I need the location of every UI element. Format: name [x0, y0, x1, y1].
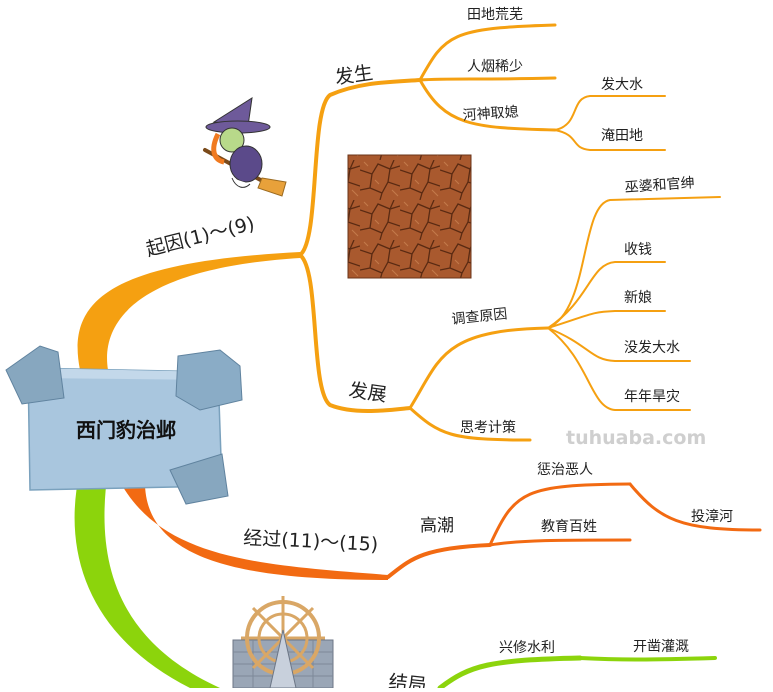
water-wheel-icon [232, 596, 334, 689]
node-label-occur-1[interactable]: 田地荒芜 [467, 6, 523, 23]
node-label-investigate-5[interactable]: 年年旱灾 [624, 388, 680, 405]
root-label: 西门豹治邺 [76, 418, 176, 442]
process-connectors [386, 482, 762, 579]
ending-trunk [74, 470, 221, 688]
node-label-water-1[interactable]: 开凿灌溉 [633, 639, 689, 655]
node-label-water[interactable]: 兴修水利 [499, 640, 555, 656]
cause-trunk [77, 252, 300, 370]
node-label-investigate-2[interactable]: 收钱 [624, 242, 652, 258]
node-label-investigate-1[interactable]: 巫婆和官绅 [624, 175, 695, 196]
ending-connectors [437, 655, 717, 691]
cause-connectors [298, 23, 721, 442]
node-label-climax-2[interactable]: 教育百姓 [541, 519, 597, 535]
paper-curl-left [5, 345, 65, 405]
branch-label-cause[interactable]: 起因(1)～(9) [144, 213, 257, 261]
node-label-occur-2[interactable]: 人烟稀少 [467, 59, 523, 75]
root-node[interactable]: 西门豹治邺 [5, 345, 243, 505]
node-label-develop[interactable]: 发展 [347, 379, 388, 406]
node-label-think[interactable]: 思考计策 [460, 419, 516, 436]
node-label-occur-sub-1[interactable]: 发大水 [601, 77, 643, 93]
watermark: tuhuaba.com [566, 427, 706, 449]
witch-on-broom-icon [203, 96, 287, 197]
node-label-climax[interactable]: 高潮 [420, 516, 454, 536]
node-label-investigate-4[interactable]: 没发大水 [624, 340, 680, 356]
branch-label-process[interactable]: 经过(11)～(15) [243, 527, 379, 556]
node-label-investigate[interactable]: 调查原因 [451, 306, 508, 328]
cracked-earth-image [347, 154, 472, 279]
node-label-investigate-3[interactable]: 新娘 [624, 290, 652, 306]
node-label-occur-3[interactable]: 河神取媳 [462, 104, 519, 124]
node-label-climax-1[interactable]: 惩治恶人 [537, 462, 593, 478]
paper-curl-bottom [169, 453, 229, 505]
node-label-occur-sub-2[interactable]: 淹田地 [601, 128, 643, 144]
node-label-climax-sub-1[interactable]: 投漳河 [691, 508, 733, 525]
branch-label-ending[interactable]: 结局 [387, 671, 427, 692]
paper-curl-right [175, 349, 243, 411]
node-label-occur[interactable]: 发生 [334, 62, 375, 89]
